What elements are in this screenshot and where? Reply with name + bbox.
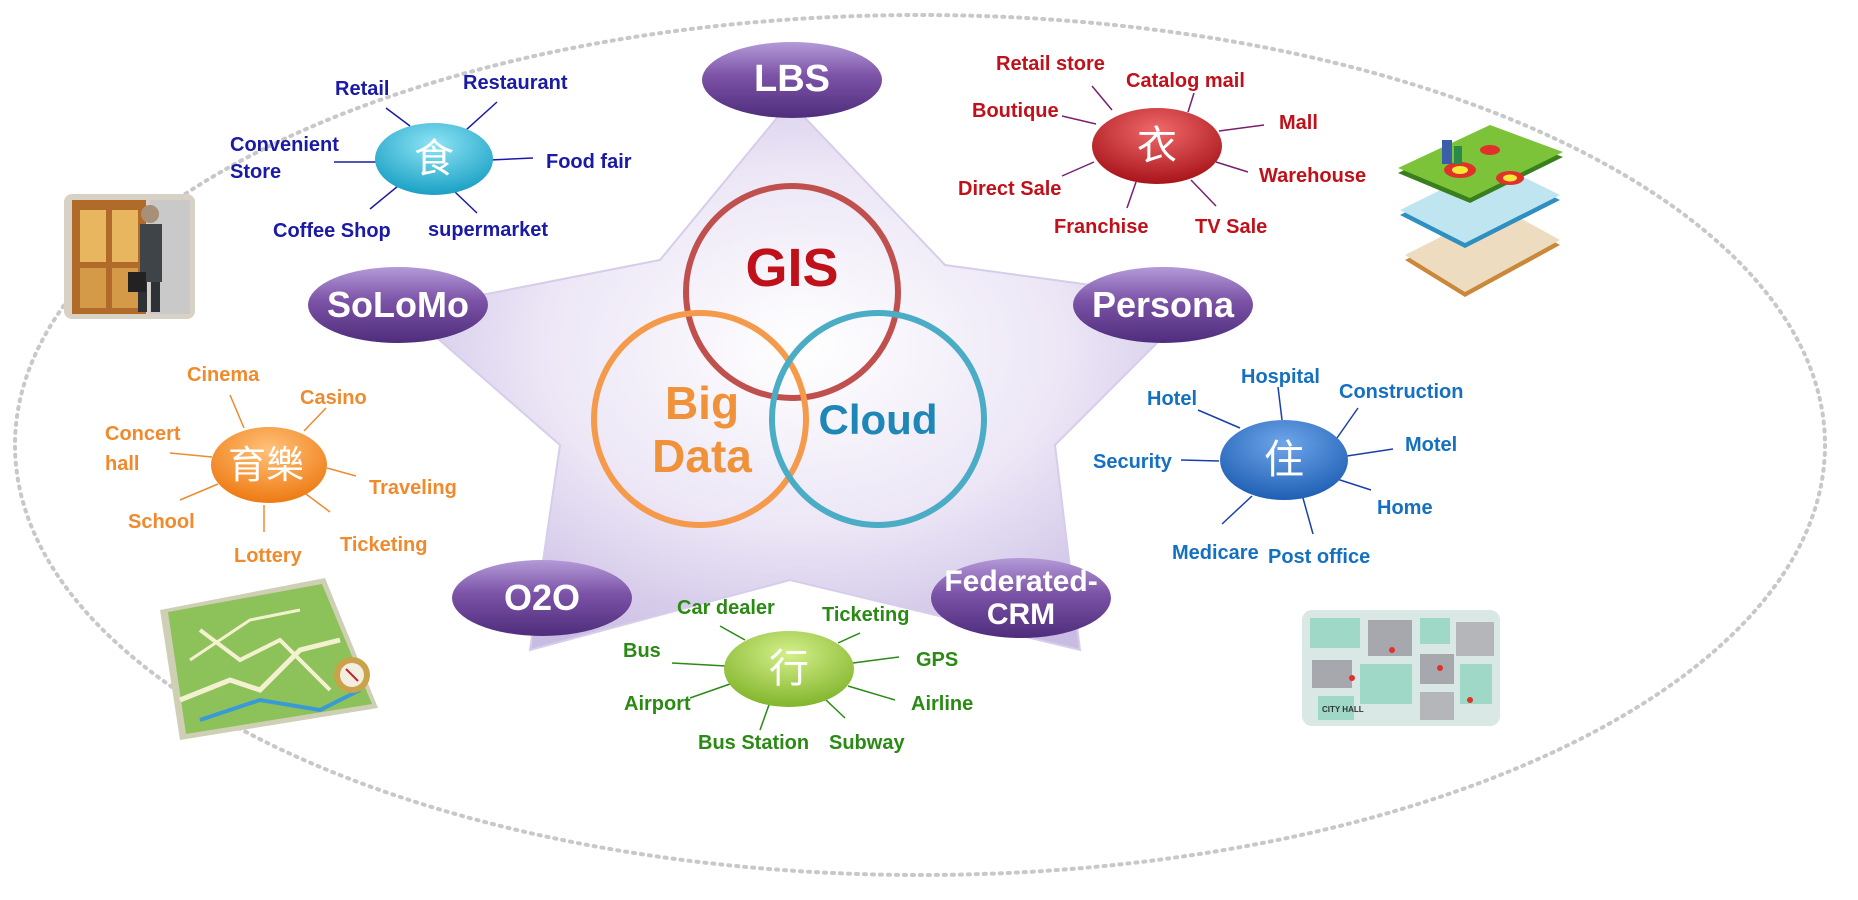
clothing-connectors <box>1061 85 1265 209</box>
housing-item-motel: Motel <box>1405 434 1458 456</box>
clothing-item-boutique: Boutique <box>972 100 1059 122</box>
housing-item-hotel: Hotel <box>1147 388 1197 410</box>
food-item-coffee-shop: Coffee Shop <box>273 220 391 242</box>
solomo-label: SoLoMo <box>327 284 469 326</box>
transport-node <box>724 631 854 707</box>
clothing-item-tv-sale: TV Sale <box>1195 216 1268 238</box>
persona-label: Persona <box>1091 284 1235 326</box>
housing-item-security: Security <box>1093 451 1172 473</box>
transport-item-gps: GPS <box>916 649 959 671</box>
folded-map-photo <box>160 578 378 740</box>
city-map-photo <box>1302 610 1500 726</box>
entertainment-symbol: 育樂 <box>227 443 305 487</box>
food-connectors <box>334 101 534 214</box>
ent-item-concert: Concert <box>105 423 181 445</box>
food-item-supermarket: supermarket <box>428 219 549 241</box>
transport-symbol: 行 <box>769 646 809 692</box>
food-item-food-fair: Food fair <box>546 151 632 173</box>
ent-item-cinema: Cinema <box>187 364 260 386</box>
housing-item-post-office: Post office <box>1268 546 1371 568</box>
lbs-pill <box>702 42 882 118</box>
doorway-photo <box>64 194 195 319</box>
lbs-label: LBS <box>754 58 830 101</box>
cloud-circle <box>769 310 987 528</box>
clothing-item-mall: Mall <box>1279 112 1318 134</box>
food-item-store: Store <box>230 161 282 183</box>
federated-crm-line1: Federated- <box>944 565 1098 598</box>
food-item-convenient: Convenient <box>230 134 339 156</box>
city-map-label: CITY HALL <box>1322 705 1364 714</box>
bigdata-line2: Data <box>652 430 752 482</box>
housing-item-home: Home <box>1377 497 1433 519</box>
housing-connectors <box>1180 386 1394 535</box>
transport-item-subway: Subway <box>829 732 905 754</box>
ent-item-ticketing: Ticketing <box>340 534 428 556</box>
bigdata-label: Big Data <box>652 377 752 483</box>
housing-item-hospital: Hospital <box>1241 366 1320 388</box>
transport-item-ticketing: Ticketing <box>822 604 910 626</box>
cloud-label: Cloud <box>818 395 938 443</box>
transport-item-airline: Airline <box>911 693 974 715</box>
clothing-node <box>1092 108 1222 184</box>
ent-item-casino: Casino <box>300 387 367 409</box>
transport-item-bus: Bus <box>623 640 661 662</box>
transport-connectors <box>671 625 900 731</box>
clothing-item-franchise: Franchise <box>1054 216 1149 238</box>
transport-item-airport: Airport <box>624 693 691 715</box>
entertainment-node <box>211 427 327 503</box>
food-symbol: 食 <box>414 136 454 182</box>
o2o-pill <box>452 560 632 636</box>
clothing-item-direct-sale: Direct Sale <box>958 178 1062 200</box>
solomo-pill <box>308 267 488 343</box>
bigdata-line1: Big <box>664 377 740 430</box>
clothing-item-catalog-mail: Catalog mail <box>1126 70 1245 92</box>
persona-pill <box>1073 267 1253 343</box>
entertainment-connectors <box>169 394 357 532</box>
transport-item-bus-station: Bus Station <box>698 732 810 754</box>
gis-label: GIS <box>745 237 839 298</box>
layered-map-photo <box>1398 125 1563 297</box>
housing-symbol: 住 <box>1264 437 1304 483</box>
ent-item-traveling: Traveling <box>369 477 457 499</box>
food-item-retail: Retail <box>335 78 390 100</box>
clothing-item-retail-store: Retail store <box>996 53 1105 75</box>
transport-item-car-dealer: Car dealer <box>677 597 775 619</box>
housing-node <box>1220 420 1348 500</box>
gis-circle <box>683 183 901 401</box>
ent-item-hall: hall <box>105 453 140 475</box>
bigdata-circle <box>591 310 809 528</box>
clothing-item-warehouse: Warehouse <box>1259 165 1367 187</box>
boundary-ellipse <box>13 13 1827 877</box>
food-node <box>375 123 493 195</box>
housing-item-medicare: Medicare <box>1172 542 1259 564</box>
clothing-symbol: 衣 <box>1137 123 1177 169</box>
o2o-label: O2O <box>503 577 581 619</box>
federated-crm-label: Federated- CRM <box>944 565 1097 631</box>
ent-item-lottery: Lottery <box>234 545 302 567</box>
food-item-restaurant: Restaurant <box>463 72 568 94</box>
housing-item-construction: Construction <box>1339 381 1464 403</box>
ent-item-school: School <box>128 511 195 533</box>
federated-crm-line2: CRM <box>986 598 1056 631</box>
federated-crm-pill <box>931 558 1111 638</box>
